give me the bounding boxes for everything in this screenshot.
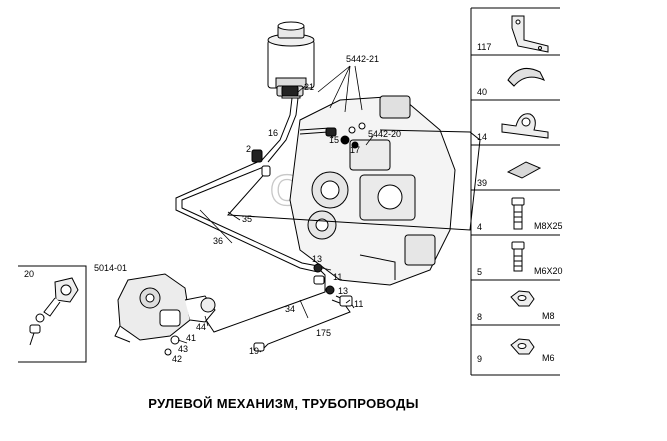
callout-42: 42	[172, 354, 182, 364]
rubber-pad-icon	[506, 161, 542, 179]
nut-icon-m6	[510, 338, 535, 355]
callout-21: 21	[304, 82, 314, 92]
callout-2: 2	[246, 144, 251, 154]
steering-pump-drawing	[289, 95, 456, 286]
callout-36: 36	[213, 236, 223, 246]
part-number-117: 117	[477, 42, 491, 52]
part-number-40: 40	[477, 87, 487, 97]
callout-11-lower: 11	[354, 299, 363, 309]
pipe-clip-icon	[501, 113, 549, 139]
bracket-icon	[511, 15, 549, 53]
part-number-8: 8	[477, 312, 482, 322]
bolt-icon-m6x20	[511, 241, 525, 272]
callout-19: 19	[249, 346, 259, 356]
part-number-4: 4	[477, 222, 482, 232]
detail-box-20	[18, 265, 87, 363]
callout-5014-01: 5014-01	[94, 263, 127, 273]
callout-41: 41	[186, 333, 196, 343]
bolt-icon-m8x25	[511, 197, 525, 230]
part-number-39: 39	[477, 178, 487, 188]
steering-gear-drawing	[114, 273, 216, 356]
callout-5442-21: 5442-21	[346, 54, 379, 64]
parts-column	[470, 7, 560, 376]
callout-34: 34	[285, 304, 295, 314]
part-size-m8: M8	[542, 311, 555, 321]
callout-11-upper: 11	[333, 272, 342, 282]
part-size-m6x20: M6X20	[534, 266, 563, 276]
diagram-caption: РУЛЕВОЙ МЕХАНИЗМ, ТРУБОПРОВОДЫ	[0, 396, 667, 411]
callout-5442-20: 5442-20	[368, 129, 401, 139]
fittings	[251, 85, 353, 352]
callout-20: 20	[24, 269, 34, 279]
callout-44: 44	[196, 322, 206, 332]
part-number-14: 14	[477, 132, 487, 142]
part-size-m8x25: M8X25	[534, 221, 563, 231]
callout-175: 175	[316, 328, 331, 338]
callout-13-lower: 13	[338, 286, 348, 296]
callout-43: 43	[178, 344, 188, 354]
callout-17: 17	[350, 145, 360, 155]
leader-lines	[177, 65, 374, 344]
nut-icon-m8	[510, 290, 535, 307]
caption-text: РУЛЕВОЙ МЕХАНИЗМ, ТРУБОПРОВОДЫ	[148, 396, 419, 411]
clamp-icon	[507, 67, 546, 87]
part-number-5: 5	[477, 267, 482, 277]
callout-35: 35	[242, 214, 252, 224]
callout-13-upper: 13	[312, 254, 322, 264]
part-number-9: 9	[477, 354, 482, 364]
callout-16: 16	[268, 128, 278, 138]
callout-15: 15	[329, 135, 339, 145]
part-size-m6: M6	[542, 353, 555, 363]
